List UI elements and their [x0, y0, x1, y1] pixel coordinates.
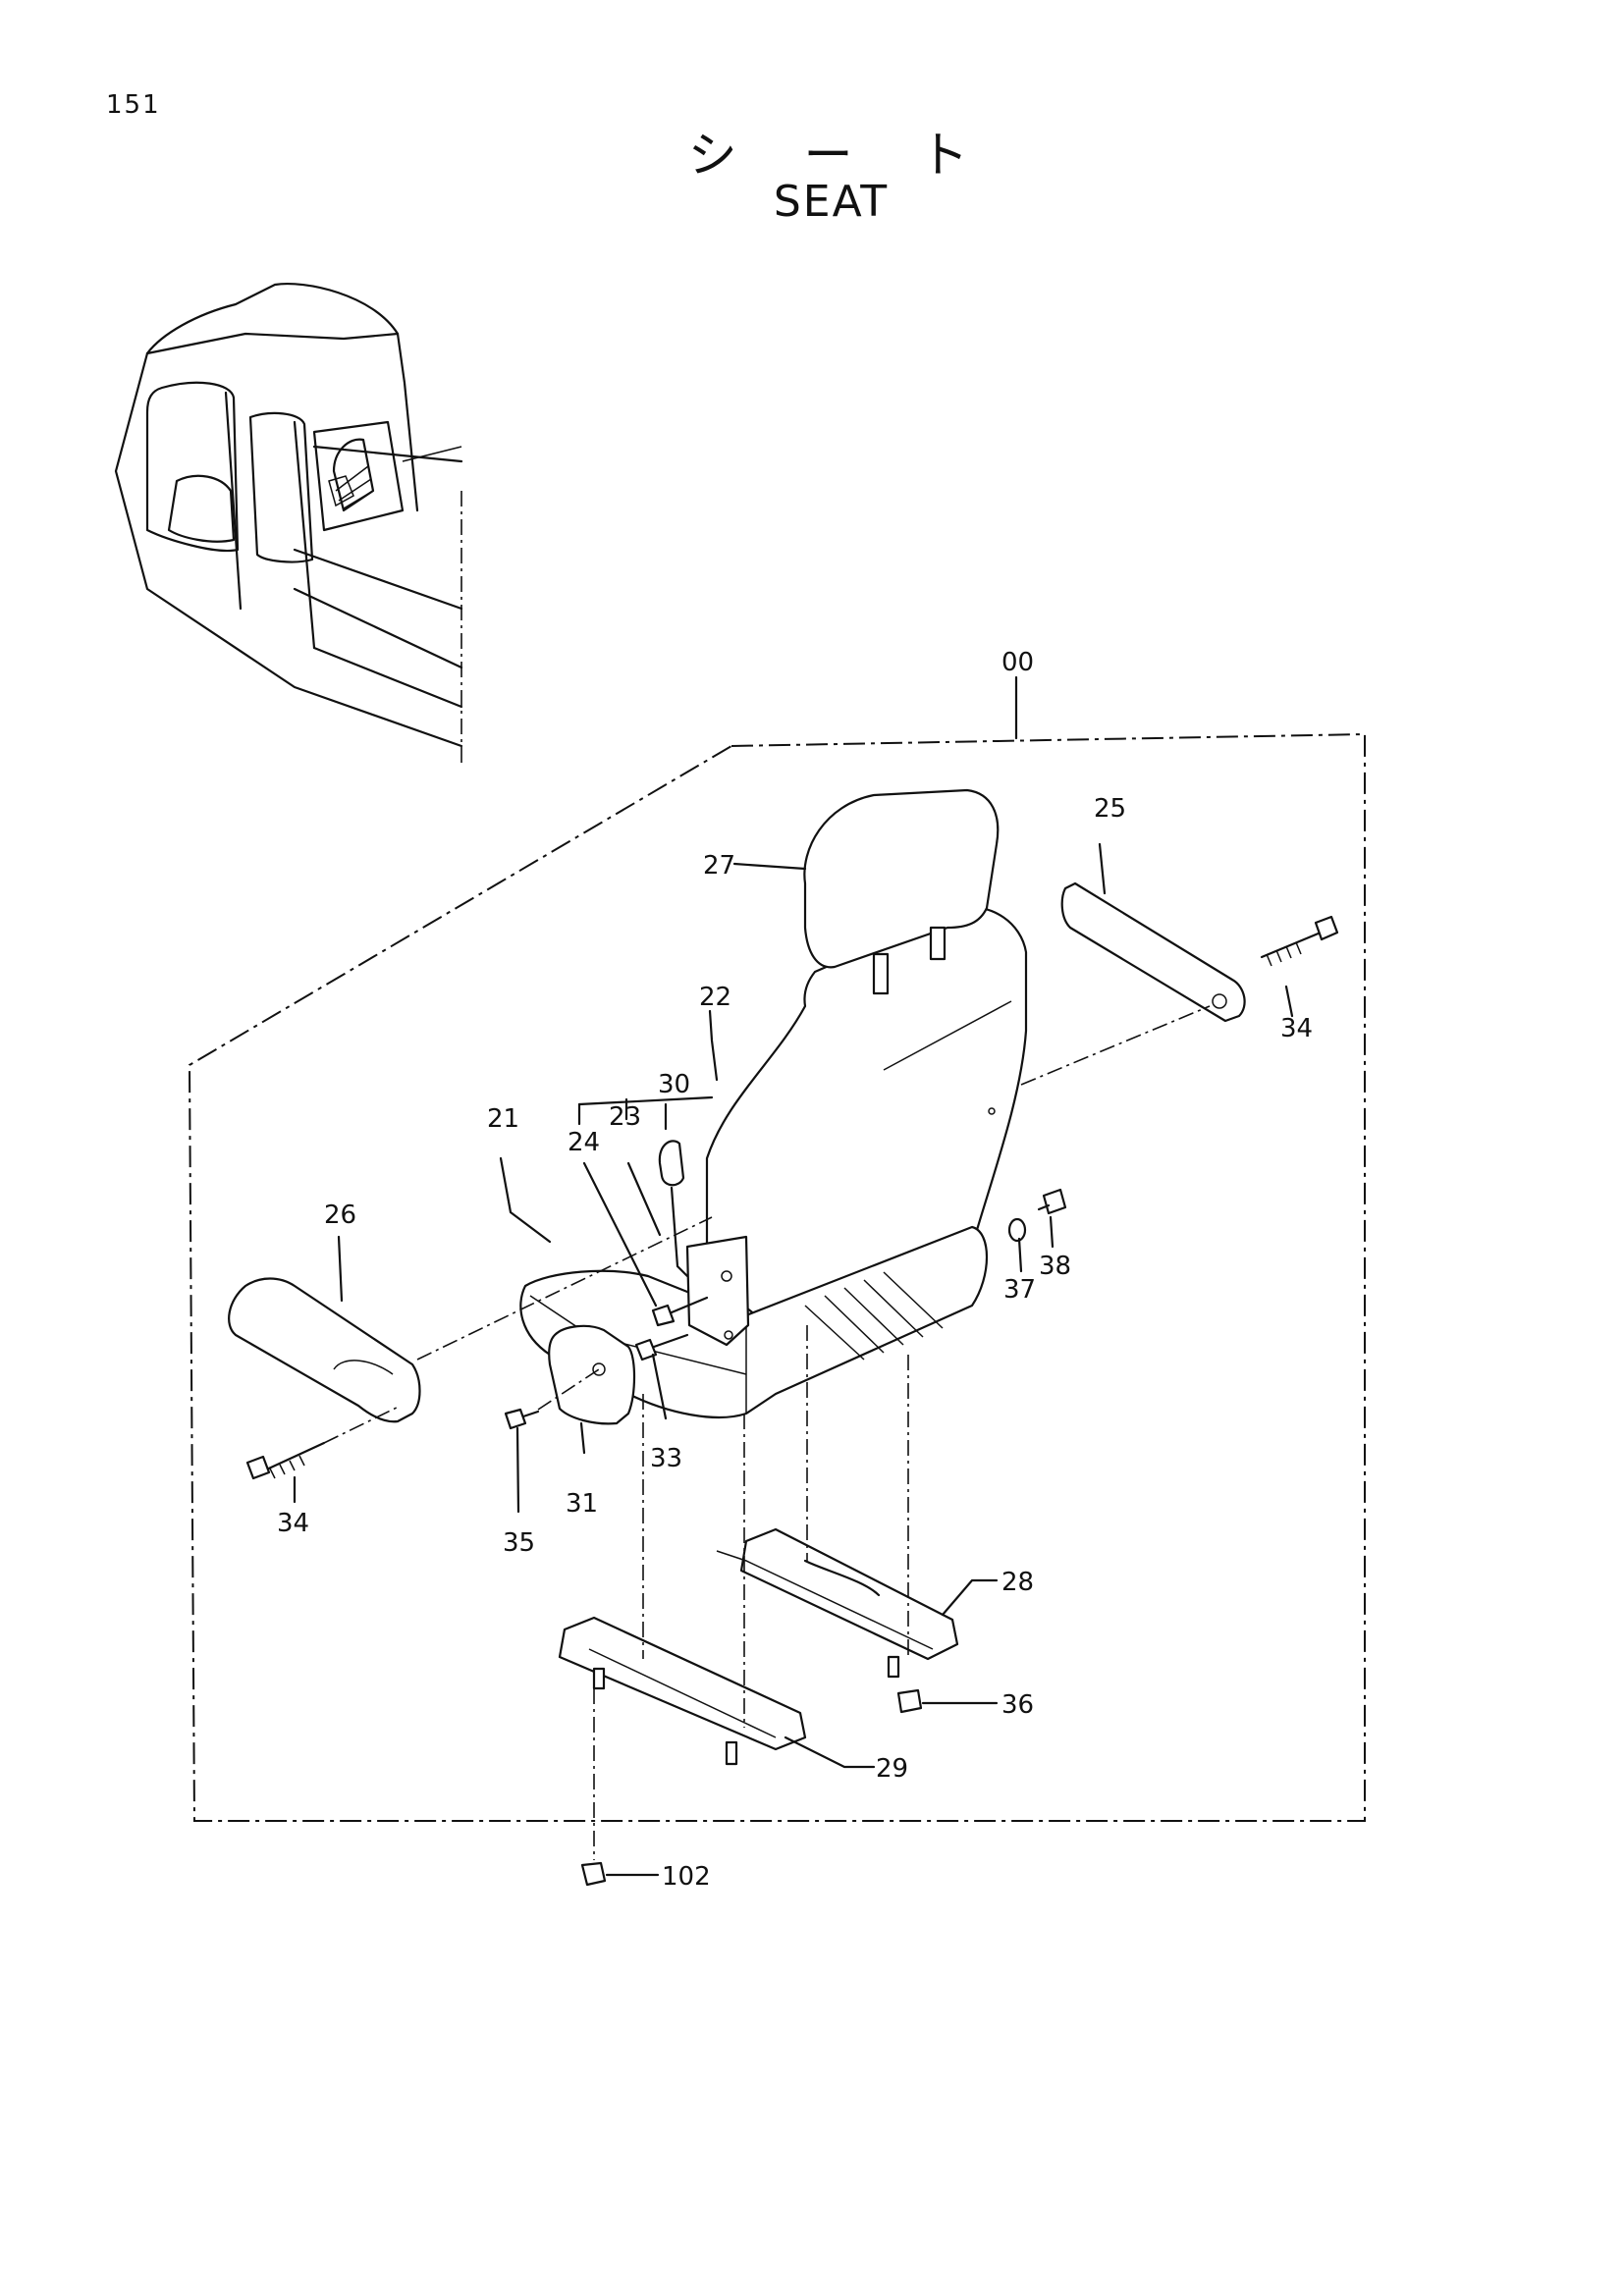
callout-36: 36	[1001, 1690, 1034, 1720]
title-japanese: シ ー ト	[687, 127, 995, 184]
callout-30: 30	[658, 1070, 690, 1099]
callout-labels: 00 25 27 22 34 30 23 21 24 26 38 37 33 3…	[277, 648, 1313, 1892]
callout-22: 22	[699, 983, 731, 1012]
callout-29: 29	[876, 1754, 908, 1784]
callout-102: 102	[662, 1862, 711, 1892]
callout-31: 31	[566, 1489, 598, 1519]
callout-26: 26	[324, 1201, 356, 1230]
armrest-left	[228, 1277, 421, 1423]
assembly-center-lines	[323, 1005, 1211, 1860]
cab-locator-illustration	[114, 283, 463, 766]
callout-28: 28	[1001, 1568, 1034, 1597]
callout-00: 00	[1001, 648, 1034, 677]
hardware	[245, 915, 1339, 1887]
callout-24: 24	[568, 1128, 600, 1157]
callout-21: 21	[487, 1104, 519, 1134]
slide-rail-upper	[716, 1527, 959, 1679]
callout-38: 38	[1039, 1252, 1071, 1281]
callout-27: 27	[703, 851, 735, 881]
callout-34-left: 34	[277, 1509, 309, 1538]
callout-33: 33	[650, 1444, 682, 1473]
callout-25: 25	[1094, 794, 1126, 824]
recline-lever	[658, 1140, 750, 1347]
callout-37: 37	[1003, 1275, 1036, 1305]
callout-34-right: 34	[1280, 1014, 1313, 1043]
title-english: SEAT	[773, 177, 890, 227]
leader-lines	[293, 842, 1294, 1877]
callout-23: 23	[609, 1102, 641, 1132]
headrest	[803, 788, 1000, 995]
slide-rail-lower	[558, 1616, 807, 1766]
page-number: 151	[106, 90, 161, 120]
callout-35: 35	[503, 1528, 535, 1558]
assembly-boundary	[188, 732, 1366, 1822]
armrest-right	[1060, 881, 1246, 1023]
